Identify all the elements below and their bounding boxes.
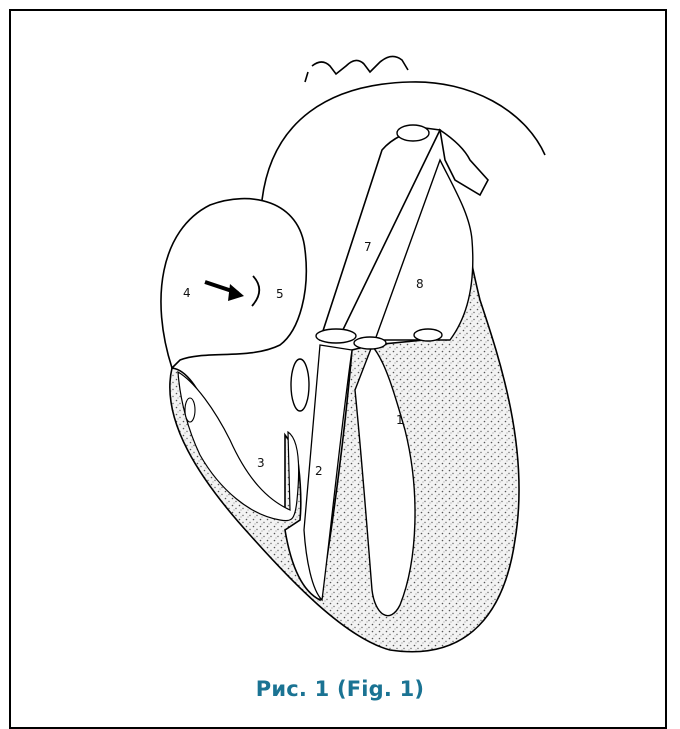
- mitral-valve-left: [354, 337, 386, 349]
- mitral-valve-right: [414, 329, 442, 341]
- aortic-opening: [397, 125, 429, 141]
- right-ventricle: [178, 372, 299, 521]
- pulmonary-valve: [316, 329, 356, 343]
- label-3: 3: [257, 456, 265, 470]
- label-2: 2: [315, 464, 323, 478]
- right-atrium: [161, 199, 306, 368]
- label-1: 1: [396, 413, 404, 427]
- aortic-branches: [305, 56, 408, 82]
- atrial-leaflet: [185, 398, 195, 422]
- label-8: 8: [416, 277, 424, 291]
- label-7: 7: [364, 240, 372, 254]
- label-5: 5: [276, 287, 284, 301]
- label-4: 4: [183, 286, 191, 300]
- figure-caption: Рис. 1 (Fig. 1): [0, 677, 680, 701]
- tricuspid-leaflet: [291, 359, 309, 411]
